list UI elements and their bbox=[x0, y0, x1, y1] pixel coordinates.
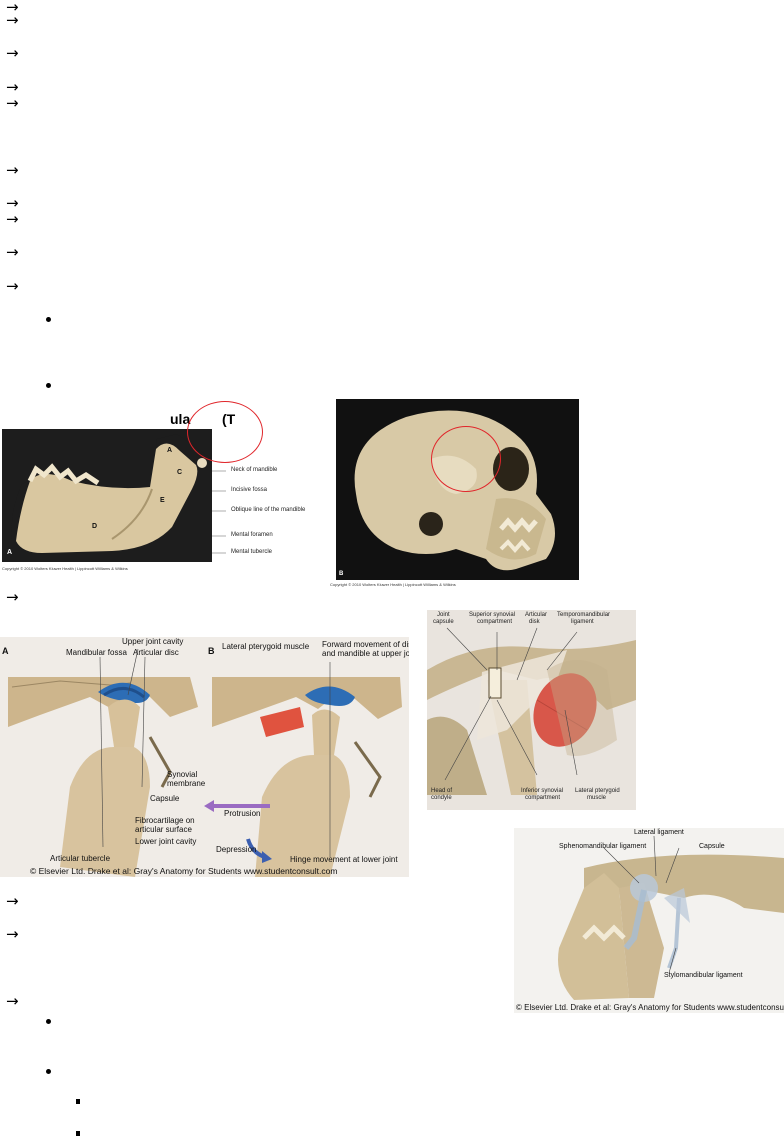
label-mental-foramen: Mental foramen bbox=[231, 532, 273, 538]
label-incisive-fossa: Incisive fossa bbox=[231, 487, 268, 493]
arrow-marker-4: → bbox=[6, 78, 19, 96]
label-lateral-pterygoid-1: Lateral pterygoid bbox=[575, 788, 620, 794]
skull-copyright: Copyright © 2010 Wolters Kluwer Health |… bbox=[330, 582, 456, 587]
label-superior-synovial-2: compartment bbox=[477, 619, 513, 625]
label-synovial-1: Synovial bbox=[167, 770, 198, 779]
mandible-figure: A C E D A bbox=[2, 429, 212, 562]
fragment-text-left: ula bbox=[170, 411, 191, 427]
square-bullet-2 bbox=[76, 1131, 80, 1136]
tmj-panel-b: B bbox=[208, 646, 215, 656]
label-mental-tubercle: Mental tubercle bbox=[231, 549, 273, 555]
tmj-illustration bbox=[8, 648, 402, 877]
label-neck-of-mandible: Neck of mandible bbox=[231, 467, 278, 473]
bullet-1 bbox=[46, 317, 51, 322]
bullet-2 bbox=[46, 383, 51, 388]
arrow-marker-13: → bbox=[6, 925, 19, 943]
arrow-marker-10: → bbox=[6, 277, 19, 295]
mandible-letter-c: C bbox=[177, 469, 183, 476]
arrow-marker-3: → bbox=[6, 44, 19, 62]
label-articular-disc: Articular disc bbox=[133, 648, 179, 657]
mandible-letter-a: A bbox=[167, 447, 173, 454]
ligaments-credit: © Elsevier Ltd. Drake et al: Gray's Anat… bbox=[516, 1003, 784, 1012]
label-upper-joint-cavity: Upper joint cavity bbox=[122, 637, 184, 646]
label-articular-disk-2: disk bbox=[529, 619, 540, 625]
label-articular-tubercle: Articular tubercle bbox=[50, 854, 111, 863]
skull-panel-letter: B bbox=[339, 571, 344, 577]
label-synovial-2: membrane bbox=[167, 779, 206, 788]
label-head-of-condyle-1: Head of bbox=[431, 788, 453, 794]
tmj-figure: A B Upper joint cavity Mandibular fossa … bbox=[0, 637, 409, 877]
arrow-marker-7: → bbox=[6, 194, 19, 212]
label-fibrocartilage-2: articular surface bbox=[135, 825, 192, 834]
label-lateral-pterygoid-muscle: Lateral pterygoid muscle bbox=[222, 642, 310, 651]
label-articular-disk-1: Articular bbox=[525, 612, 548, 618]
label-head-of-condyle-2: condyle bbox=[431, 795, 452, 801]
label-hinge-movement: Hinge movement at lower joint bbox=[290, 855, 398, 864]
mandible-leader-lines bbox=[212, 429, 312, 562]
label-lateral-pterygoid-2: muscle bbox=[587, 795, 607, 801]
label-joint-capsule-1: Joint bbox=[437, 612, 450, 618]
mandible-illustration bbox=[11, 434, 212, 562]
tmj-panel-a: A bbox=[2, 646, 9, 656]
mandible-copyright: Copyright © 2010 Wolters Kluwer Health |… bbox=[2, 566, 128, 571]
mandible-letter-d: D bbox=[92, 523, 98, 530]
bullet-3 bbox=[46, 1019, 51, 1024]
arrow-marker-11: → bbox=[6, 588, 19, 606]
label-joint-capsule-2: capsule bbox=[433, 619, 454, 625]
label-forward-movement-1: Forward movement of disc bbox=[322, 640, 409, 649]
arrow-marker-12: → bbox=[6, 892, 19, 910]
arrow-marker-5: → bbox=[6, 94, 19, 112]
label-protrusion: Protrusion bbox=[224, 809, 261, 818]
label-oblique-line: Oblique line of the mandible bbox=[231, 507, 306, 513]
ligaments-figure: Lateral ligament Sphenomandibular ligame… bbox=[514, 828, 784, 1013]
square-bullet-1 bbox=[76, 1099, 80, 1104]
label-ligament-capsule: Capsule bbox=[699, 843, 725, 850]
label-lower-joint-cavity: Lower joint cavity bbox=[135, 837, 197, 846]
label-mandibular-fossa: Mandibular fossa bbox=[66, 648, 127, 657]
label-forward-movement-2: and mandible at upper joint bbox=[322, 649, 409, 658]
label-inferior-synovial-2: compartment bbox=[525, 795, 561, 801]
label-capsule: Capsule bbox=[150, 794, 180, 803]
arrow-marker-2: → bbox=[6, 11, 19, 29]
arrow-marker-14: → bbox=[6, 992, 19, 1010]
mandible-panel-letter: A bbox=[7, 549, 13, 556]
label-inferior-synovial-1: Inferior synovial bbox=[521, 788, 564, 794]
red-highlight-circle-1 bbox=[187, 401, 263, 463]
capsule-illustration bbox=[427, 627, 636, 795]
label-lateral-ligament: Lateral ligament bbox=[634, 829, 684, 836]
label-fibrocartilage-1: Fibrocartilage on bbox=[135, 816, 195, 825]
label-temporomandibular-1: Temporomandibular bbox=[557, 612, 611, 618]
arrow-marker-8: → bbox=[6, 210, 19, 228]
label-depression: Depression bbox=[216, 845, 257, 854]
label-superior-synovial-1: Superior synovial bbox=[469, 612, 516, 618]
arrow-marker-6: → bbox=[6, 161, 19, 179]
bullet-4 bbox=[46, 1069, 51, 1074]
capsule-figure: Joint capsule Superior synovial compartm… bbox=[427, 610, 636, 810]
red-highlight-circle-2 bbox=[431, 426, 501, 492]
arrow-marker-9: → bbox=[6, 243, 19, 261]
ligaments-illustration bbox=[558, 835, 784, 1000]
label-stylomandibular-ligament: Stylomandibular ligament bbox=[664, 972, 743, 979]
arrow-marker-1: → bbox=[6, 0, 19, 16]
label-temporomandibular-2: ligament bbox=[571, 619, 594, 625]
mandible-letter-e: E bbox=[160, 497, 165, 504]
label-sphenomandibular-ligament: Sphenomandibular ligament bbox=[559, 843, 647, 850]
tmj-credit: © Elsevier Ltd. Drake et al: Gray's Anat… bbox=[30, 866, 338, 876]
